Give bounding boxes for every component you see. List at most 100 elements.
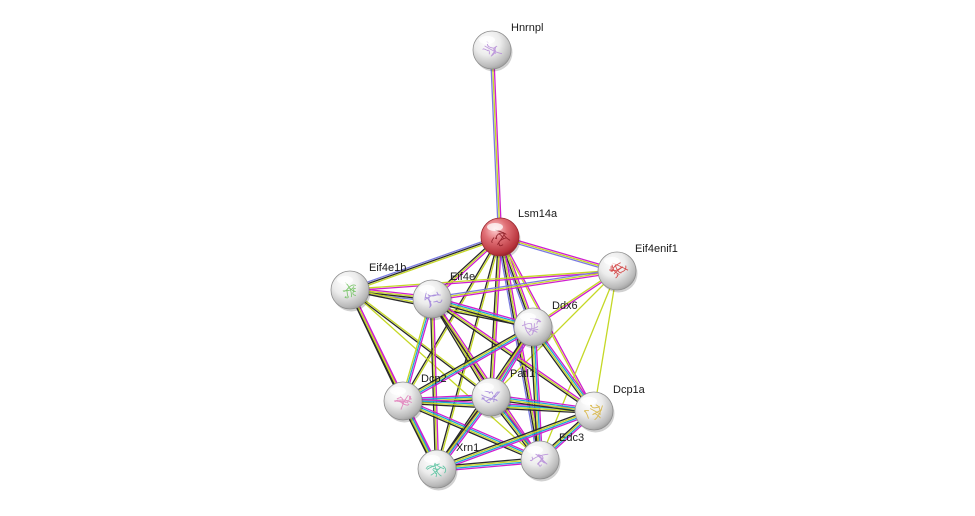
protein-structure-icon (481, 390, 501, 404)
node-eif4enif1[interactable]: Eif4enif1 (597, 243, 678, 293)
edge-line-coexpression (348, 289, 492, 399)
edge-line-textmining (401, 325, 534, 401)
node-sphere (480, 217, 520, 257)
edge-ddx6-edc3[interactable] (529, 326, 544, 461)
node-highlight (604, 257, 620, 265)
node-sphere (412, 279, 452, 319)
edge-line-textmining (403, 236, 502, 403)
node-ddx6[interactable]: Ddx6 (513, 300, 578, 349)
node-highlight (337, 276, 353, 284)
edge-line-coexpression (435, 408, 594, 468)
node-dcp1a[interactable]: Dcp1a (574, 384, 646, 433)
node-highlight (479, 36, 495, 44)
node-label-edc3: Edc3 (559, 432, 584, 444)
edge-line-textmining (531, 326, 540, 461)
edge-line-coexpression (429, 298, 437, 470)
edge-line-experiments (491, 236, 503, 398)
edge-hnrnpl-lsm14a[interactable] (489, 49, 503, 238)
protein-structure-icon (583, 404, 603, 421)
edge-lsm14a-dcp2[interactable] (401, 235, 502, 403)
node-highlight (424, 455, 440, 463)
edge-lsm14a-eif4enif1[interactable] (498, 234, 619, 274)
node-label-dcp2: Dcp2 (421, 373, 447, 385)
edge-line-coexpression (401, 324, 533, 400)
edge-lsm14a-eif4e1b[interactable] (348, 234, 502, 293)
node-highlight (419, 285, 435, 293)
node-dcp2[interactable]: Dcp2 (383, 373, 447, 423)
edge-line-textmining (431, 270, 618, 300)
edge-line-homology (348, 234, 501, 290)
node-label-ddx6: Ddx6 (552, 300, 578, 312)
edge-line-experiments (431, 271, 618, 302)
edge-line-homology (498, 237, 618, 274)
edge-line-textmining (437, 236, 502, 470)
edge-line-textmining (402, 401, 541, 462)
node-label-xrn1: Xrn1 (456, 442, 479, 454)
edge-line-experiments (349, 271, 618, 292)
node-highlight (520, 313, 536, 321)
edge-line-textmining (349, 269, 618, 290)
edge-eif4enif1-eif4e[interactable] (431, 268, 618, 302)
edge-eif4enif1-patl1[interactable] (490, 270, 618, 398)
node-label-eif4enif1: Eif4enif1 (635, 243, 678, 255)
edge-eif4enif1-eif4e1b[interactable] (349, 269, 618, 292)
protein-structure-icon (521, 318, 542, 336)
edge-line-textmining (436, 409, 595, 469)
node-sphere (513, 307, 553, 347)
nodes-layer: HnrnplLsm14aEif4enif1Eif4e1bEif4eDdx6Dcp… (330, 22, 678, 491)
edge-line-coexpression (529, 326, 539, 461)
edge-dcp1a-xrn1[interactable] (435, 408, 596, 472)
edge-line-databases (402, 327, 535, 403)
node-sphere (520, 440, 560, 480)
node-label-eif4e1b: Eif4e1b (369, 262, 406, 274)
protein-structure-icon (608, 262, 629, 279)
node-label-lsm14a: Lsm14a (518, 208, 558, 220)
node-lsm14a[interactable]: Lsm14a (480, 208, 558, 259)
edge-line-textmining (349, 237, 502, 293)
edge-line-experiments (437, 412, 596, 472)
node-label-hnrnpl: Hnrnpl (511, 22, 543, 34)
edge-dcp2-edc3[interactable] (401, 398, 542, 463)
node-highlight (390, 387, 406, 395)
node-highlight (527, 446, 543, 454)
edge-line-textmining (499, 236, 618, 272)
edge-line-coexpression (401, 402, 540, 463)
edge-line-databases (436, 411, 595, 471)
node-highlight (478, 383, 494, 391)
node-label-dcp1a: Dcp1a (613, 384, 646, 396)
node-edc3[interactable]: Edc3 (520, 432, 584, 482)
edge-line-databases (533, 326, 542, 461)
protein-structure-icon (342, 281, 357, 299)
edge-line-experiments (492, 49, 503, 238)
node-eif4e[interactable]: Eif4e (412, 271, 475, 321)
protein-structure-icon (425, 462, 447, 478)
node-patl1[interactable]: Patl1 (471, 368, 535, 419)
protein-structure-icon (491, 229, 511, 247)
protein-structure-icon (424, 291, 443, 308)
node-eif4e1b[interactable]: Eif4e1b (330, 262, 406, 312)
edge-line-experiments (499, 234, 619, 271)
node-highlight (581, 397, 597, 405)
node-hnrnpl[interactable]: Hnrnpl (472, 22, 543, 72)
edge-line-experiments (403, 328, 535, 404)
edge-line-textmining (491, 49, 501, 238)
edge-line-experiments (534, 326, 544, 461)
edge-line-homology (431, 268, 618, 299)
node-sphere (471, 377, 511, 417)
edge-line-textmining (593, 270, 618, 412)
protein-structure-icon (393, 394, 413, 410)
edge-eif4enif1-dcp1a[interactable] (593, 270, 618, 412)
node-highlight (487, 223, 503, 231)
protein-structure-icon (529, 453, 549, 467)
edge-line-coexpression (401, 235, 500, 402)
edge-line-databases (402, 399, 541, 460)
edge-ddx6-dcp2[interactable] (401, 324, 535, 404)
edge-line-coexpression (349, 236, 501, 291)
edge-line-experiments (403, 398, 542, 459)
node-label-eif4e: Eif4e (450, 271, 475, 283)
edge-line-textmining (490, 270, 618, 398)
edge-line-experiments (432, 298, 440, 470)
node-label-patl1: Patl1 (510, 368, 535, 380)
node-xrn1[interactable]: Xrn1 (417, 442, 479, 491)
